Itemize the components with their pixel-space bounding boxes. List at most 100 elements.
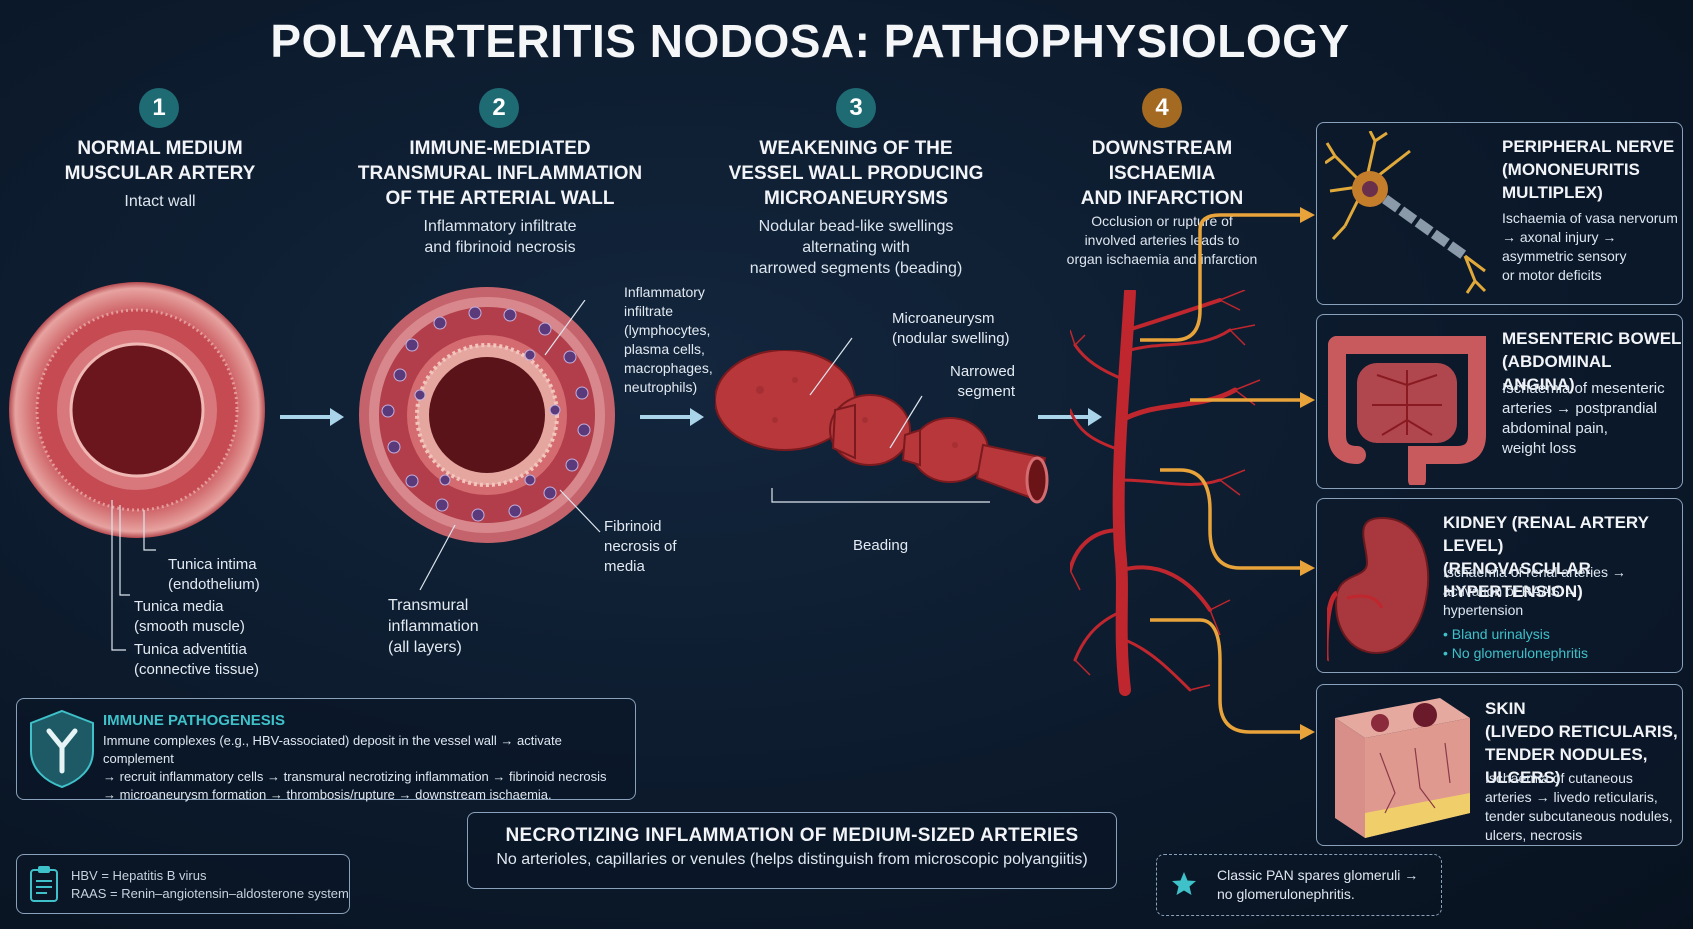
label-microaneurysm: Microaneurysm (nodular swelling) bbox=[892, 309, 1010, 349]
label-transmural-inflammation: Transmural inflammation (all layers) bbox=[388, 595, 479, 658]
immune-line: → microaneurysm formation → thrombosis/r… bbox=[103, 787, 552, 802]
arrow-right-icon bbox=[1038, 408, 1102, 426]
organ-heading-line: PERIPHERAL NERVE bbox=[1502, 137, 1675, 156]
organ-heading-line: MESENTERIC BOWEL bbox=[1502, 329, 1682, 348]
organ-description: Ischaemia of cutaneous arteries → livedo… bbox=[1485, 769, 1673, 845]
organ-desc-line: or motor deficits bbox=[1502, 267, 1602, 283]
step-3-desc-line: Nodular bead-like swellings bbox=[758, 218, 954, 235]
organ-heading: SKIN (LIVEDO RETICULARIS, TENDER NODULES… bbox=[1485, 697, 1682, 789]
step-4-heading-line: ISCHAEMIA bbox=[1108, 163, 1216, 184]
label-line: Transmural bbox=[388, 597, 469, 614]
organ-heading-line: MULTIPLEX) bbox=[1502, 183, 1603, 202]
organ-heading-line: TENDER NODULES, ULCERS) bbox=[1485, 745, 1648, 787]
inflamed-artery-illustration bbox=[359, 287, 615, 543]
organ-bullet: • Bland urinalysis bbox=[1443, 626, 1550, 642]
label-line: Tunica adventitia bbox=[134, 641, 247, 658]
organ-desc-line: Ischaemia of vasa nervorum bbox=[1502, 210, 1678, 226]
label-line: media bbox=[604, 558, 645, 575]
step-4-heading: DOWNSTREAM ISCHAEMIA AND INFARCTION bbox=[1052, 136, 1272, 211]
page-title: POLYARTERITIS NODOSA: PATHOPHYSIOLOGY bbox=[270, 15, 1350, 67]
organ-desc-line: → axonal injury → bbox=[1502, 229, 1617, 245]
shield-antibody-icon bbox=[30, 709, 94, 789]
abbreviation-item: HBV = Hepatitis B virus bbox=[71, 868, 207, 883]
arterial-tree-illustration bbox=[1070, 290, 1261, 696]
organ-desc-line: hypertension bbox=[1443, 602, 1524, 618]
artery-lumen bbox=[71, 344, 203, 476]
star-icon bbox=[1172, 872, 1196, 895]
organ-card-mesenteric-bowel: MESENTERIC BOWEL (ABDOMINAL ANGINA) Isch… bbox=[1316, 314, 1683, 489]
step-2-desc-line: Inflammatory infiltrate bbox=[423, 218, 577, 235]
inflammation-leader-lines bbox=[419, 300, 601, 591]
glomeruli-note: Classic PAN spares glomeruli → no glomer… bbox=[1217, 866, 1418, 904]
normal-artery-illustration bbox=[9, 282, 265, 538]
organ-heading-line: (ABDOMINAL ANGINA) bbox=[1502, 352, 1612, 394]
step-3-desc-line: alternating with bbox=[802, 239, 910, 256]
label-line: macrophages, bbox=[624, 360, 713, 376]
label-line: infiltrate bbox=[624, 303, 674, 319]
layer-leader-lines bbox=[111, 500, 156, 651]
label-line: neutrophils) bbox=[624, 379, 698, 395]
label-tunica-adventitia: Tunica adventitia (connective tissue) bbox=[134, 640, 259, 680]
label-line: (smooth muscle) bbox=[134, 618, 245, 635]
organ-desc-line: activation of RAAS → bbox=[1443, 583, 1578, 599]
abbreviations-box: HBV = Hepatitis B virus RAAS = Renin–ang… bbox=[16, 854, 350, 914]
step-2-heading-line: IMMUNE-MEDIATED bbox=[409, 138, 591, 159]
immune-pathogenesis-box: IMMUNE PATHOGENESIS Immune complexes (e.… bbox=[16, 698, 636, 802]
label-line: Inflammatory bbox=[624, 284, 705, 300]
organ-desc-line: tender subcutaneous nodules, bbox=[1485, 808, 1673, 824]
step-1-desc: Intact wall bbox=[124, 193, 196, 210]
label-inflammatory-infiltrate: Inflammatory infiltrate (lymphocytes, pl… bbox=[624, 283, 713, 397]
organ-desc-line: Ischaemia of cutaneous bbox=[1485, 770, 1633, 786]
organ-desc-line: arteries → postprandial bbox=[1502, 400, 1658, 417]
step-4-heading-line: DOWNSTREAM bbox=[1091, 138, 1233, 159]
step-2-heading: IMMUNE-MEDIATED TRANSMURAL INFLAMMATION … bbox=[350, 136, 650, 211]
organ-heading: MESENTERIC BOWEL (ABDOMINAL ANGINA) bbox=[1502, 327, 1682, 396]
step-1-heading: NORMAL MEDIUM MUSCULAR ARTERY bbox=[40, 136, 280, 186]
intestine-icon bbox=[1328, 336, 1486, 485]
organ-description: Ischaemia of mesenteric arteries → postp… bbox=[1502, 379, 1665, 459]
label-line: (nodular swelling) bbox=[892, 330, 1010, 347]
step-1-heading-line: NORMAL MEDIUM bbox=[77, 138, 243, 159]
center-box-heading: NECROTIZING INFLAMMATION OF MEDIUM-SIZED… bbox=[505, 825, 1079, 846]
organ-card-kidney: KIDNEY (RENAL ARTERY LEVEL) (RENOVASCULA… bbox=[1316, 498, 1683, 673]
label-beading: Beading bbox=[853, 537, 909, 554]
step-2-heading-line: OF THE ARTERIAL WALL bbox=[385, 188, 615, 209]
label-line: Microaneurysm bbox=[892, 310, 995, 327]
step-4-heading-line: AND INFARCTION bbox=[1080, 188, 1244, 209]
organ-description: Ischaemia of vasa nervorum → axonal inju… bbox=[1502, 209, 1678, 285]
clipboard-icon bbox=[30, 866, 58, 902]
label-line: Tunica intima bbox=[168, 556, 257, 573]
label-line: (endothelium) bbox=[168, 576, 260, 593]
label-line: necrosis of bbox=[604, 538, 677, 555]
label-line: plasma cells, bbox=[624, 341, 705, 357]
note-line: Classic PAN spares glomeruli → bbox=[1217, 867, 1419, 883]
label-line: (all layers) bbox=[388, 639, 462, 656]
immune-line: → recruit inflammatory cells → transmura… bbox=[103, 769, 607, 784]
organ-card-skin: SKIN (LIVEDO RETICULARIS, TENDER NODULES… bbox=[1316, 684, 1683, 846]
label-line: inflammation bbox=[388, 618, 479, 635]
step-1-heading-line: MUSCULAR ARTERY bbox=[64, 163, 256, 184]
step-2-desc-line: and fibrinoid necrosis bbox=[424, 239, 576, 256]
label-line: Narrowed bbox=[950, 363, 1016, 380]
step-3-heading-line: MICROANEURYSMS bbox=[763, 188, 949, 209]
label-line: Tunica media bbox=[134, 598, 224, 615]
organ-desc-line: arteries → livedo reticularis, bbox=[1485, 789, 1658, 805]
immune-line: Immune complexes (e.g., HBV-associated) … bbox=[103, 733, 562, 766]
organ-heading-line: (MONONEURITIS bbox=[1502, 160, 1640, 179]
note-line: no glomerulonephritis. bbox=[1217, 886, 1355, 902]
organ-heading-line: KIDNEY (RENAL ARTERY LEVEL) bbox=[1443, 513, 1649, 555]
microaneurysm-vessel-illustration bbox=[715, 350, 1049, 504]
glomeruli-note-box: Classic PAN spares glomeruli → no glomer… bbox=[1156, 854, 1442, 916]
step-3-heading: WEAKENING OF THE VESSEL WALL PRODUCING M… bbox=[706, 136, 1006, 211]
immune-description: Immune complexes (e.g., HBV-associated) … bbox=[103, 732, 635, 804]
organ-heading-line: (LIVEDO RETICULARIS, bbox=[1485, 722, 1678, 741]
organ-desc-line: Ischaemia of mesenteric bbox=[1502, 380, 1665, 397]
step-4-number: 4 bbox=[1142, 88, 1182, 128]
immune-heading: IMMUNE PATHOGENESIS bbox=[103, 712, 285, 729]
kidney-icon bbox=[1327, 516, 1430, 663]
step-4-desc-line: Occlusion or rupture of bbox=[1091, 213, 1233, 229]
organ-desc-line: weight loss bbox=[1502, 440, 1577, 457]
step-4-desc-line: organ ischaemia and infarction bbox=[1066, 251, 1258, 267]
arrow-right-icon bbox=[280, 408, 344, 426]
